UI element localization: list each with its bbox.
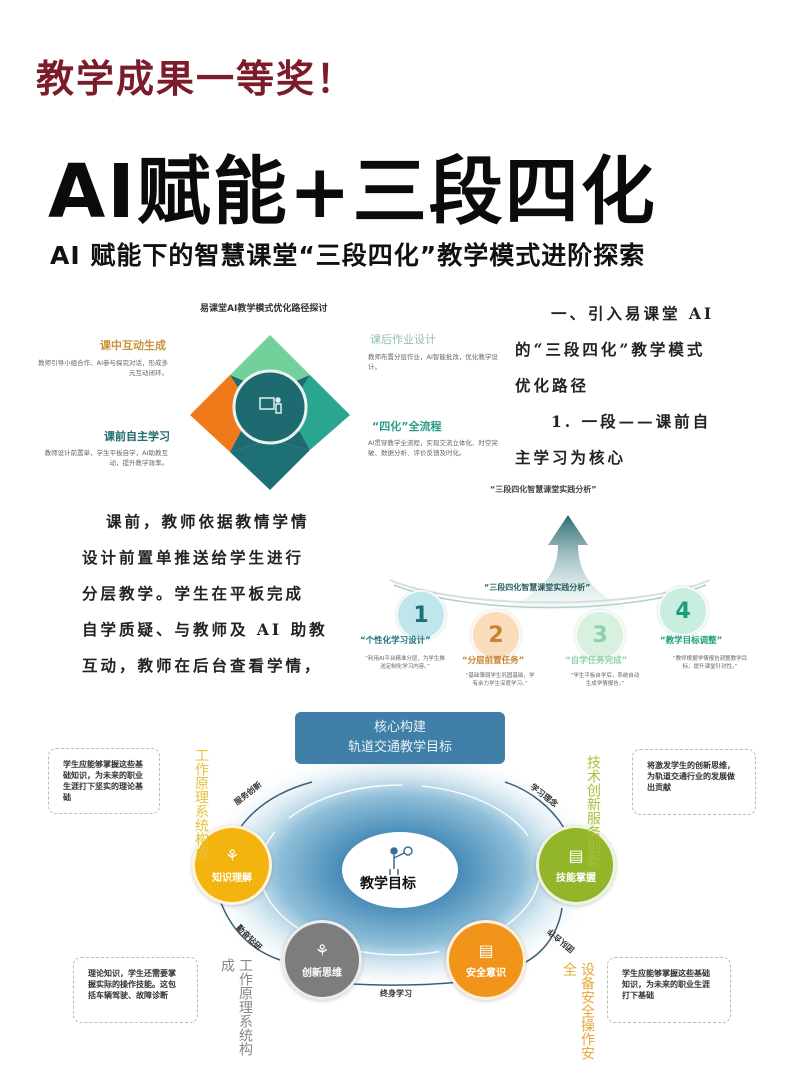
segment-heading-after-class: 课后作业设计 <box>370 333 436 346</box>
node-innovative-thinking: ⚘ 创新思维 <box>282 920 362 1000</box>
node-safety-awareness: ▤ 安全意识 <box>446 920 526 1000</box>
practice-analysis-title: “三段四化智慧课堂实践分析” <box>490 485 597 494</box>
diamond-bottom <box>230 440 310 490</box>
document-icon: ▤ <box>568 846 584 865</box>
award-title: 教学成果一等奖！ <box>36 57 357 101</box>
center-ellipse <box>342 832 458 908</box>
arrow-label: “三段四化智慧课堂实践分析” <box>484 583 591 592</box>
diamond-graphic <box>190 335 350 490</box>
subtitle: AI 赋能下的智慧课堂“三段四化”教学模式进阶探索 <box>50 241 646 270</box>
section-heading: 一、引入易课堂 AI 的“三段四化”教学模式 优化路径 1. 一段——课前自 主… <box>515 296 775 476</box>
note-top-left: 学生应能够掌握这些基础知识，为未来的职业生涯打下坚实的理论基础 <box>48 748 160 814</box>
person-icon: ⚘ <box>314 941 330 960</box>
segment-desc-pre-class: 教师设计前置单，学生平板自学，AI助教互动，提升教学效率。 <box>44 449 168 467</box>
core-goal-box: 核心构建 轨道交通教学目标 <box>295 712 505 764</box>
center-label: 教学目标 <box>360 876 416 892</box>
body-paragraph: 课前，教师依据教情学情 设计前置单推送给学生进行 分层教学。学生在平板完成 自学… <box>82 512 328 675</box>
document-icon: ▤ <box>478 941 494 960</box>
vertical-label-top-right: 技术创新服务创新 <box>585 755 601 867</box>
teacher-target-icon <box>389 846 413 875</box>
note-bottom-left: 理论知识，学生还需要掌握实际的操作技能。这包括车辆驾驶、故障诊断 <box>73 957 198 1023</box>
step-3-label: “自学任务完成” <box>565 656 628 666</box>
vertical-label-top-left: 工作原理系统构成 <box>193 748 209 860</box>
step-2-circle: 2 <box>471 610 521 660</box>
node-skill-mastery: ▤ 技能掌握 <box>536 825 616 905</box>
step-1-circle: 1 <box>396 590 446 640</box>
infographic-title: 易课堂AI教学模式优化路径探讨 <box>200 304 328 314</box>
up-arrow-icon <box>500 515 630 610</box>
segment-desc-after-class: 教师布置分层作业，AI智能批改，优化教学设计。 <box>368 353 498 371</box>
main-title: AI赋能+三段四化 <box>48 149 657 235</box>
node-knowledge-understanding: ⚘ 知识理解 <box>192 825 272 905</box>
vertical-label-bottom-right: 设备安全操作安全 <box>561 962 595 1060</box>
segment-heading-four-transformations: “四化”全流程 <box>372 420 442 433</box>
segment-desc-four-transformations: AI贯穿教学全流程，实现交流立体化、时空突破、数据分析、评价反馈及时化。 <box>368 439 498 457</box>
step-1-desc: “利用AI平台精准分层，为学生推 送定制化学习内容。” <box>365 656 445 670</box>
step-4-desc: “教师根据学情报告调整教学目 标，提升课堂针对性。” <box>672 656 748 670</box>
subsection-heading: 1. 一段——课前自 <box>551 412 712 431</box>
step-3-circle: 3 <box>575 610 625 660</box>
teacher-board-icon <box>259 397 282 414</box>
segment-heading-in-class: 课中互动生成 <box>100 339 166 352</box>
person-icon: ⚘ <box>224 846 240 865</box>
note-top-right: 将激发学生的创新思维，为轨道交通行业的发展做出贡献 <box>632 749 756 815</box>
segment-desc-in-class: 教师引导小组合作、AI参与探究对话，形成多元互动闭环。 <box>38 359 168 377</box>
vertical-label-bottom-left: 工作原理系统构成 <box>219 958 253 1056</box>
segment-heading-pre-class: 课前自主学习 <box>104 430 170 443</box>
arc-label-lifelong-learning: 终身学习 <box>380 989 412 998</box>
note-bottom-right: 学生应能够掌握这些基础知识，为未来的职业生涯打下基础 <box>607 957 731 1023</box>
step-2-desc: “基础薄弱学生巩固基础，学 有余力学生深度学习。” <box>465 673 535 687</box>
step-3-desc: “学生平板自学后，系统自动 生成学情报告。” <box>570 673 640 687</box>
step-4-label: “教学目标调整” <box>660 636 723 646</box>
step-4-circle: 4 <box>658 586 708 636</box>
step-2-label: “分层前置任务” <box>462 656 525 666</box>
step-1-label: “个性化学习设计” <box>360 636 431 646</box>
